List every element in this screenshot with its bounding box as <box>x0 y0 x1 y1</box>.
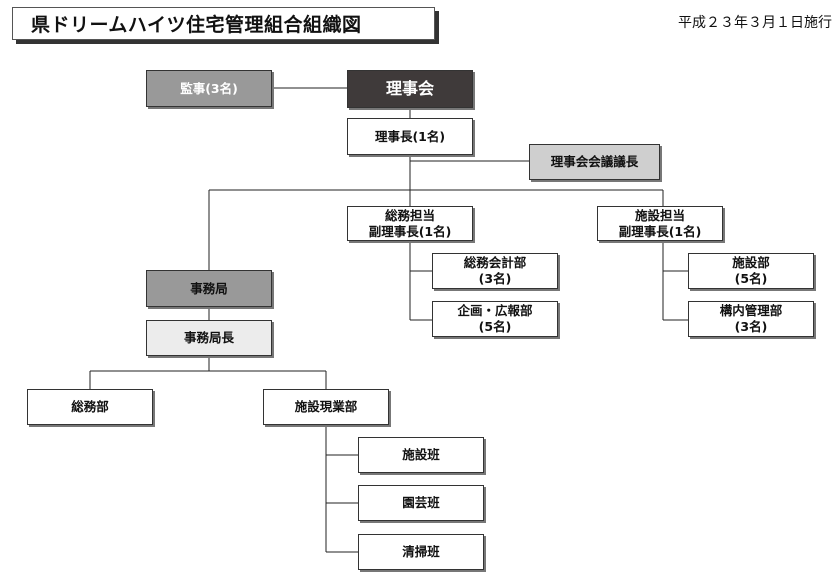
premises-mgmt-line2: (3名) <box>734 319 768 334</box>
secretariat-head-node: 事務局長 <box>146 320 272 356</box>
planning-pr-node: 企画・広報部 (5名) <box>432 301 558 337</box>
vice-facilities-node: 施設担当 副理事長(1名) <box>597 206 723 241</box>
planning-pr-line2: (5名) <box>478 319 512 334</box>
board-chair-label: 理事会会議議長 <box>550 154 639 170</box>
facility-team-label: 施設班 <box>402 447 440 463</box>
facility-operations-label: 施設現業部 <box>294 399 358 415</box>
auditor-node: 監事(3名) <box>146 70 272 107</box>
chairman-node: 理事長(1名) <box>347 118 473 155</box>
board-label: 理事会 <box>385 79 434 98</box>
facilities-dept-line2: (5名) <box>734 271 768 286</box>
secretariat-node: 事務局 <box>146 270 272 307</box>
facility-team-node: 施設班 <box>358 437 484 473</box>
general-affairs-node: 総務部 <box>27 389 153 425</box>
premises-mgmt-line1: 構内管理部 <box>719 303 783 319</box>
vice-general-line2: 副理事長(1名) <box>368 223 452 239</box>
board-chair-node: 理事会会議議長 <box>529 144 660 180</box>
premises-mgmt-node: 構内管理部 (3名) <box>688 301 814 337</box>
planning-pr-line1: 企画・広報部 <box>457 303 533 319</box>
chairman-label: 理事長(1名) <box>374 128 446 144</box>
auditor-label: 監事(3名) <box>180 80 238 96</box>
general-accounting-node: 総務会計部 (3名) <box>432 253 558 289</box>
general-accounting-line1: 総務会計部 <box>463 255 527 271</box>
general-accounting-line2: (3名) <box>478 271 512 286</box>
facility-operations-node: 施設現業部 <box>263 389 389 425</box>
secretariat-head-label: 事務局長 <box>183 330 234 346</box>
gardening-team-node: 園芸班 <box>358 485 484 521</box>
cleaning-team-node: 清掃班 <box>358 534 484 570</box>
facilities-dept-node: 施設部 (5名) <box>688 253 814 289</box>
vice-general-node: 総務担当 副理事長(1名) <box>347 206 473 241</box>
general-affairs-label: 総務部 <box>71 399 109 415</box>
gardening-team-label: 園芸班 <box>402 495 440 511</box>
board-node: 理事会 <box>347 70 473 108</box>
vice-general-line1: 総務担当 <box>384 207 435 223</box>
cleaning-team-label: 清掃班 <box>402 544 440 560</box>
vice-facilities-line1: 施設担当 <box>634 207 685 223</box>
facilities-dept-line1: 施設部 <box>732 255 770 271</box>
page-title: 県ドリームハイツ住宅管理組合組織図 <box>12 7 435 40</box>
effective-date: 平成２３年３月１日施行 <box>678 15 832 31</box>
vice-facilities-line2: 副理事長(1名) <box>618 223 702 239</box>
secretariat-label: 事務局 <box>190 280 228 296</box>
